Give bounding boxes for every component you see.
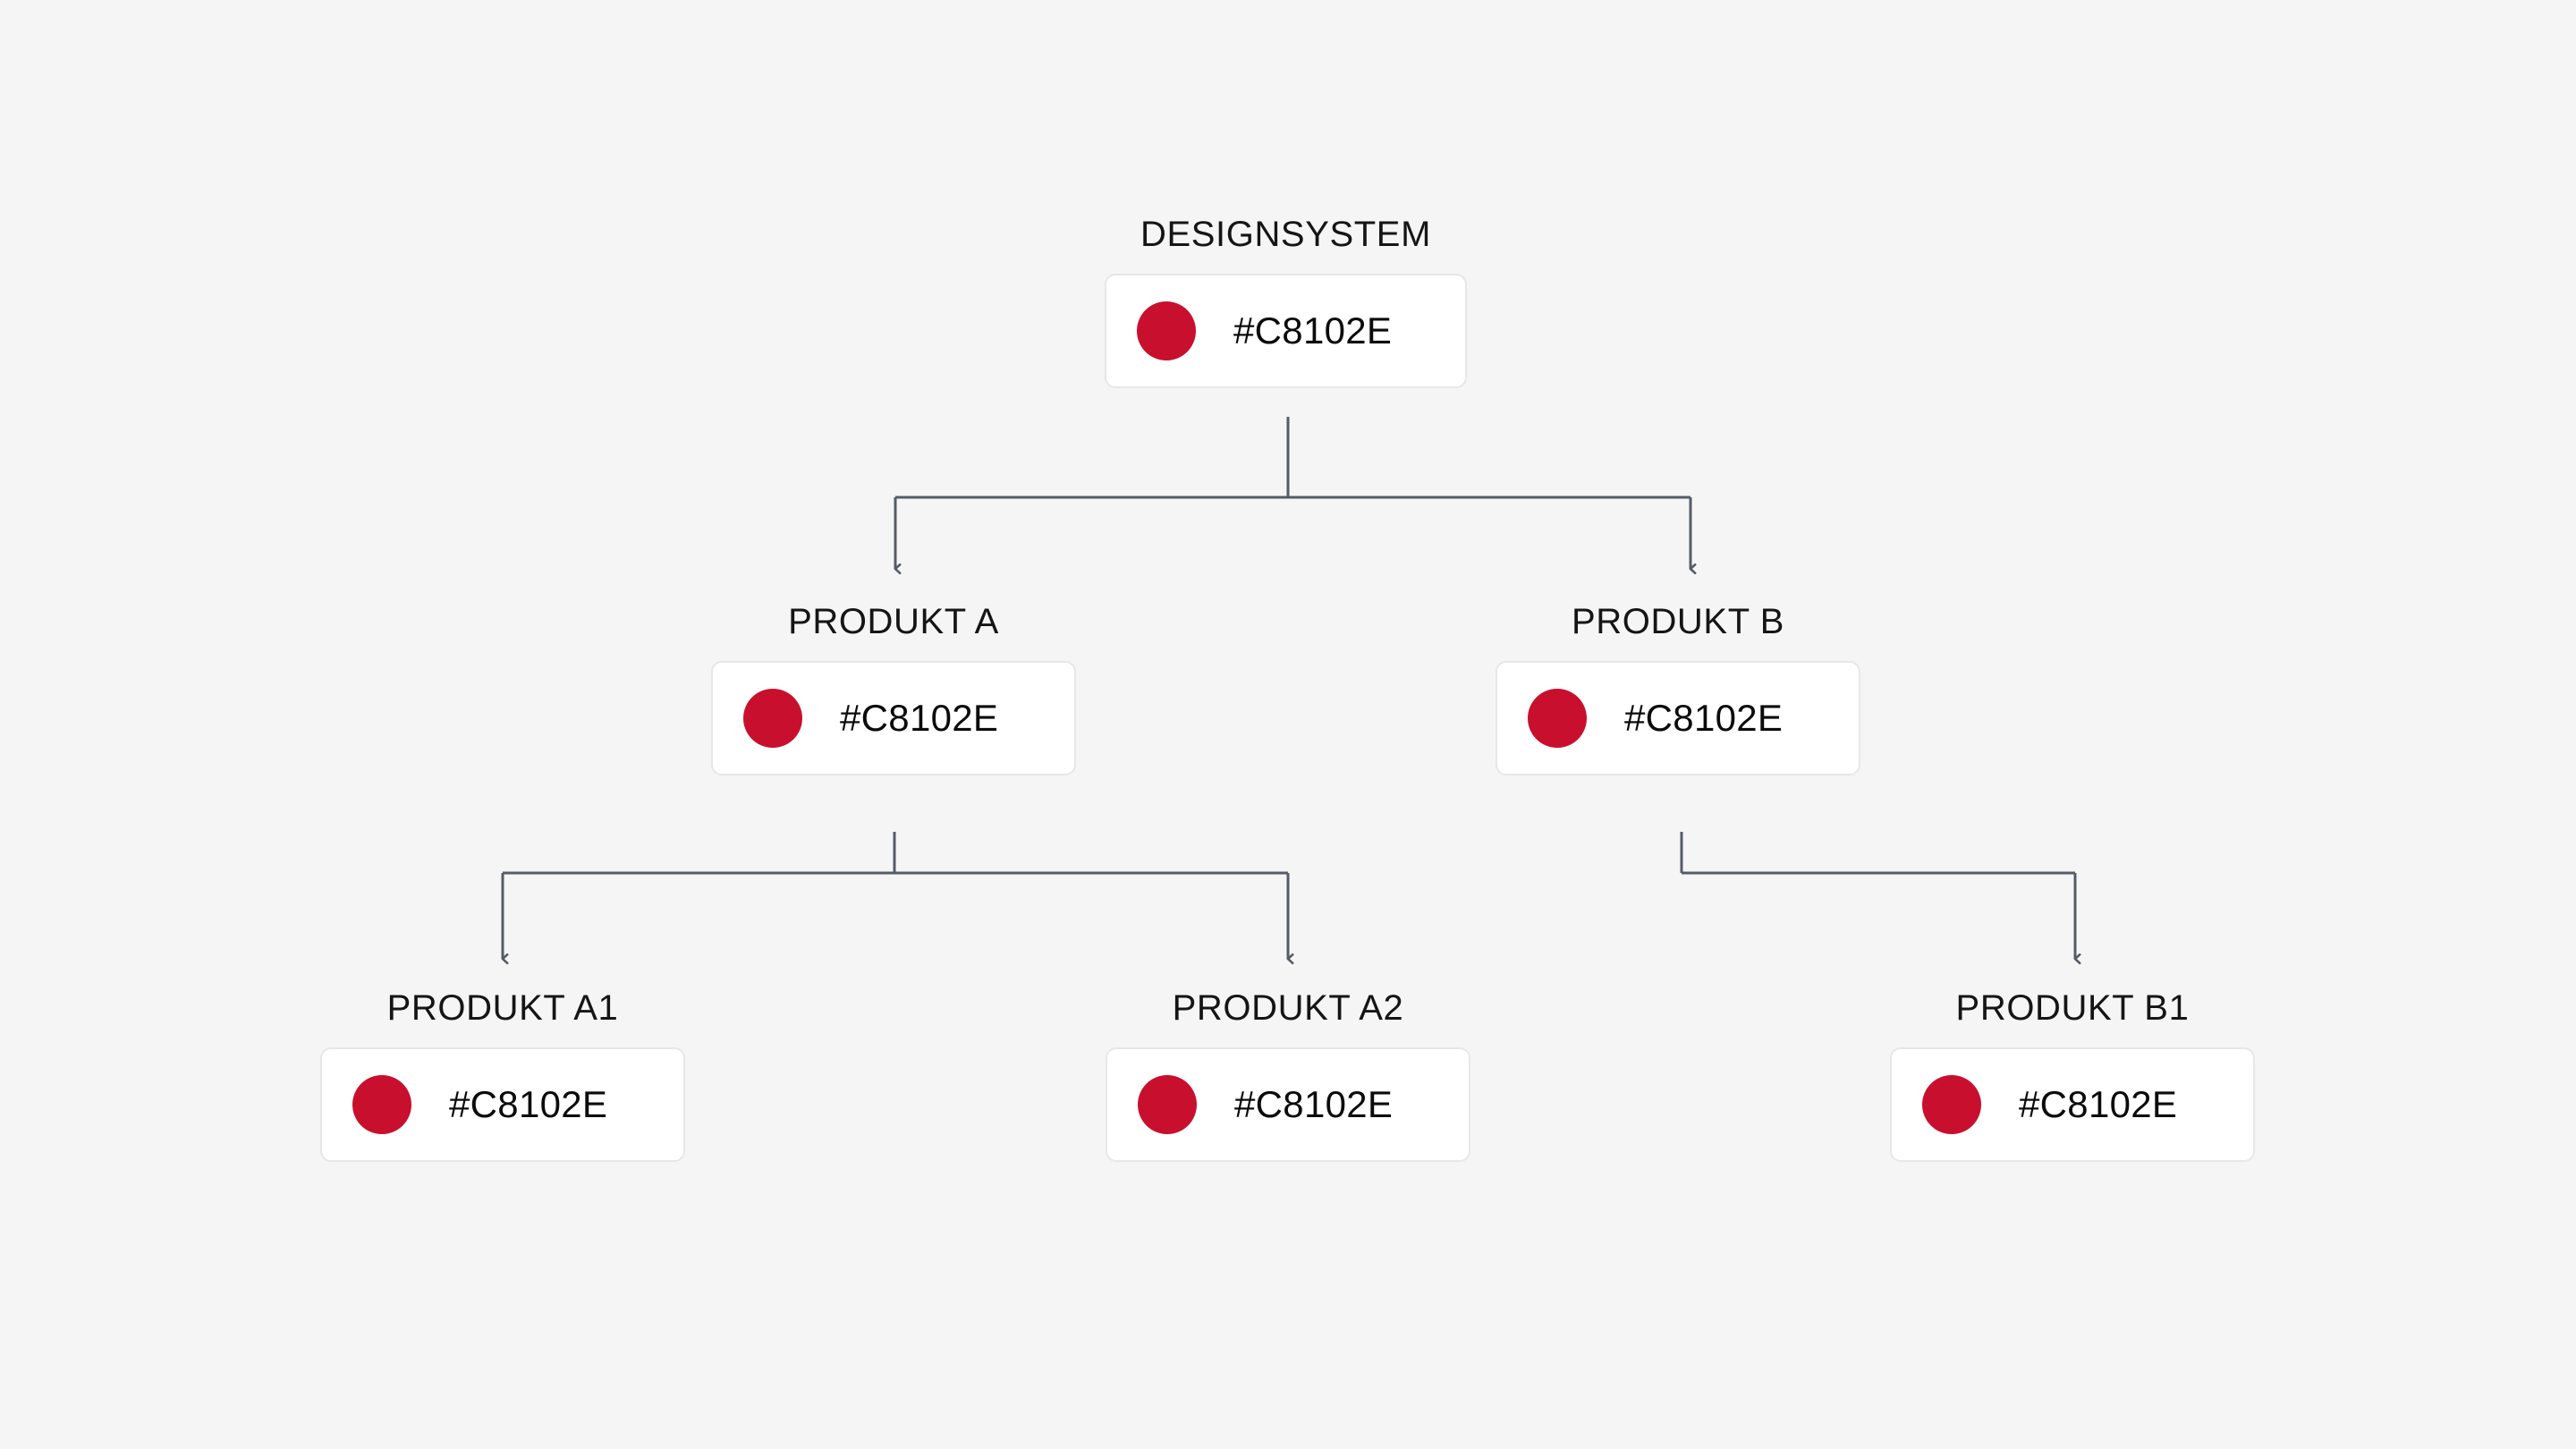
node-produkt-a[interactable]: PRODUKT A #C8102E (711, 602, 1076, 775)
node-label-designsystem: DESIGNSYSTEM (1140, 215, 1432, 254)
swatch-card-produkt-a[interactable]: #C8102E (711, 661, 1076, 775)
swatch-card-designsystem[interactable]: #C8102E (1105, 274, 1467, 388)
node-label-produkt-a2: PRODUKT A2 (1172, 988, 1404, 1028)
node-label-produkt-a: PRODUKT A (788, 602, 999, 641)
node-label-produkt-b: PRODUKT B (1571, 602, 1785, 641)
node-produkt-a2[interactable]: PRODUKT A2 #C8102E (1106, 988, 1470, 1162)
color-value-produkt-a: #C8102E (840, 697, 999, 739)
swatch-card-produkt-a1[interactable]: #C8102E (320, 1047, 685, 1162)
color-swatch-icon (1138, 1075, 1197, 1134)
node-produkt-b[interactable]: PRODUKT B #C8102E (1496, 602, 1860, 775)
swatch-card-produkt-a2[interactable]: #C8102E (1106, 1047, 1470, 1162)
color-swatch-icon (1528, 689, 1587, 748)
node-label-produkt-b1: PRODUKT B1 (1955, 988, 2190, 1028)
node-designsystem[interactable]: DESIGNSYSTEM #C8102E (1105, 215, 1467, 388)
color-value-produkt-b1: #C8102E (2019, 1083, 2178, 1125)
node-produkt-b1[interactable]: PRODUKT B1 #C8102E (1890, 988, 2255, 1162)
color-swatch-icon (1922, 1075, 1981, 1134)
node-label-produkt-a1: PRODUKT A1 (386, 988, 619, 1028)
node-produkt-a1[interactable]: PRODUKT A1 #C8102E (320, 988, 685, 1162)
color-value-designsystem: #C8102E (1233, 309, 1393, 352)
swatch-card-produkt-b[interactable]: #C8102E (1496, 661, 1860, 775)
color-swatch-icon (1137, 301, 1196, 360)
color-swatch-icon (743, 689, 802, 748)
color-value-produkt-a1: #C8102E (449, 1083, 608, 1125)
color-swatch-icon (352, 1075, 411, 1134)
swatch-card-produkt-b1[interactable]: #C8102E (1890, 1047, 2255, 1162)
color-value-produkt-b: #C8102E (1624, 697, 1784, 739)
color-value-produkt-a2: #C8102E (1234, 1083, 1394, 1125)
